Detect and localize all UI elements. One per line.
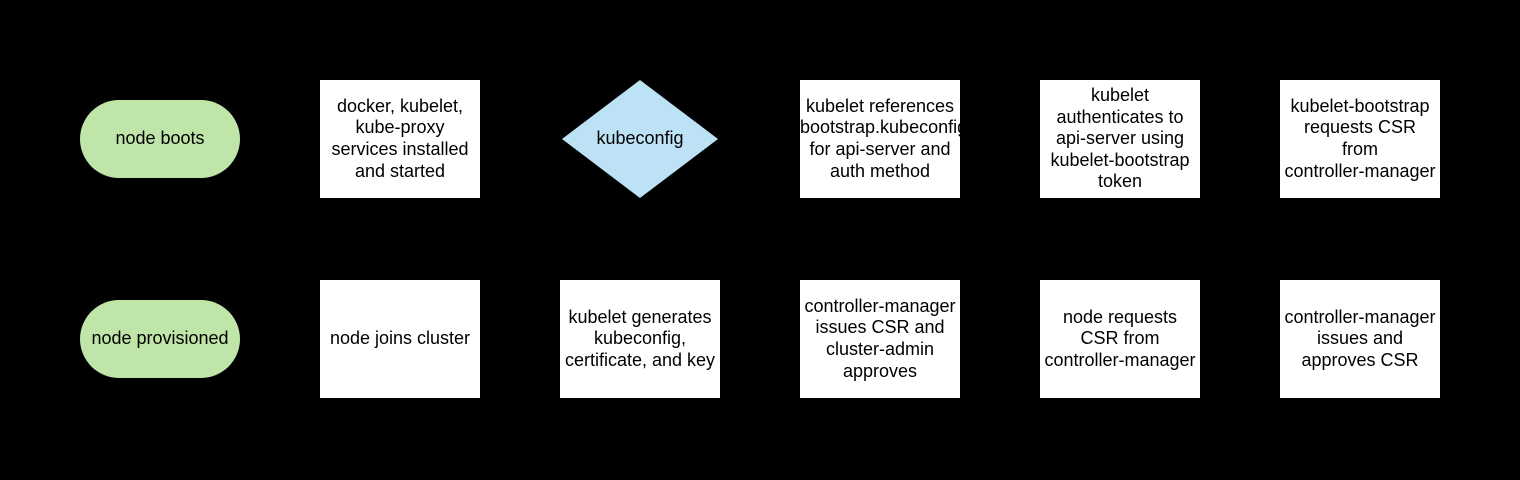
node-label: node requests CSR from controller-manage… <box>1044 306 1196 370</box>
process-kubelet-bootstrap-requests-csr: kubelet-bootstrap requests CSR from cont… <box>1280 80 1440 198</box>
process-node-requests-csr: node requests CSR from controller-manage… <box>1040 280 1200 398</box>
node-label: kubelet-bootstrap requests CSR from cont… <box>1284 95 1436 181</box>
node-label: node provisioned <box>91 328 229 349</box>
node-label: controller-manager issues and approves C… <box>1284 306 1436 370</box>
process-controller-manager-issues-csr-admin-approves: controller-manager issues CSR and cluste… <box>800 280 960 398</box>
process-node-joins-cluster: node joins cluster <box>320 280 480 398</box>
process-kubelet-references-bootstrap-kubeconfig: kubelet references bootstrap.kubeconfig … <box>800 80 968 198</box>
process-kubelet-authenticates: kubelet authenticates to api-server usin… <box>1040 80 1200 198</box>
process-controller-manager-issues-approves-csr: controller-manager issues and approves C… <box>1280 280 1440 398</box>
terminator-node-boots: node boots <box>80 100 240 178</box>
terminator-node-provisioned: node provisioned <box>80 300 240 378</box>
node-label: node joins cluster <box>329 328 471 349</box>
decision-kubeconfig-diamond: kubeconfig <box>562 80 718 198</box>
process-services-installed: docker, kubelet, kube-proxy services ins… <box>320 80 480 198</box>
node-label: controller-manager issues CSR and cluste… <box>804 295 956 381</box>
node-label: kubelet authenticates to api-server usin… <box>1050 85 1190 192</box>
process-kubelet-generates-kubeconfig: kubelet generates kubeconfig, certificat… <box>560 280 720 398</box>
node-label: node boots <box>115 128 205 149</box>
node-label: docker, kubelet, kube-proxy services ins… <box>331 95 469 181</box>
node-label: kubelet references bootstrap.kubeconfig … <box>800 95 968 181</box>
node-label: kubelet generates kubeconfig, certificat… <box>564 306 716 370</box>
node-label: kubeconfig <box>596 128 684 149</box>
